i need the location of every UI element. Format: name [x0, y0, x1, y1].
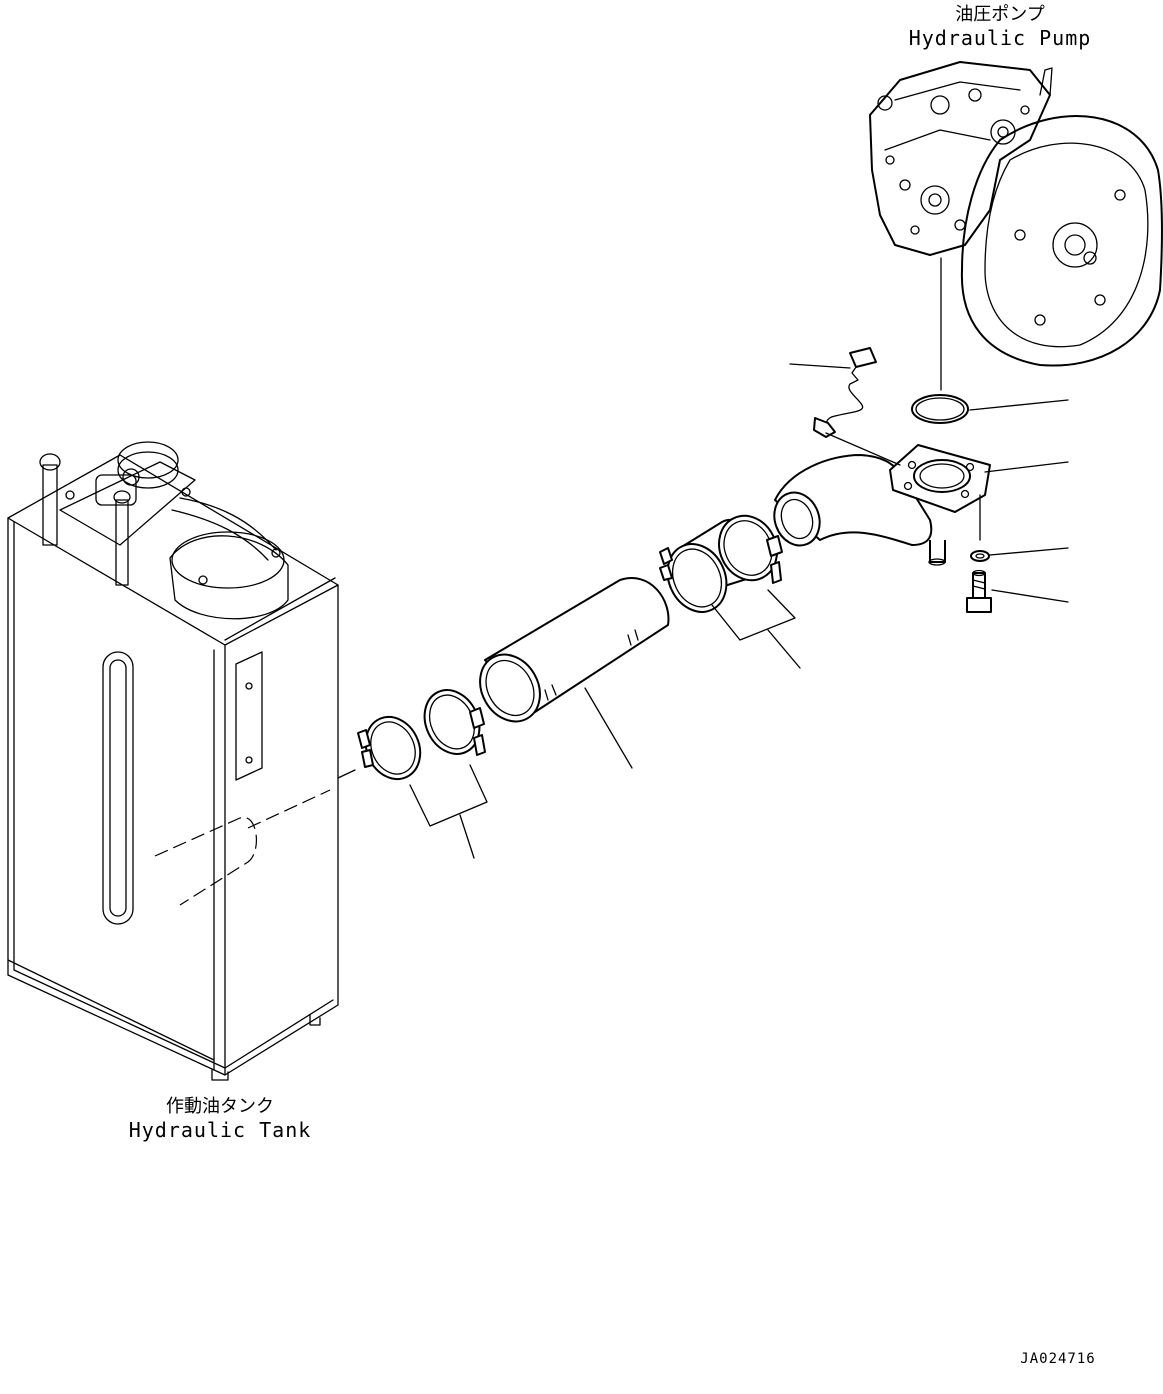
hose-clamp-left-pair: [337, 689, 488, 859]
hydraulic-pump-drawing: [869, 61, 1163, 391]
bolt: [966, 569, 1069, 613]
temperature-sensor: [789, 347, 901, 466]
suction-elbow: [773, 444, 1069, 566]
tank-label-en: Hydraulic Tank: [129, 1118, 312, 1142]
hose-clamp-right-pair: [659, 514, 801, 669]
o-ring: [911, 394, 1069, 424]
hydraulic-tank-drawing: [7, 441, 339, 1081]
drawing-code: JA024716: [1020, 1351, 1095, 1367]
tank-label: 作動油タンク Hydraulic Tank: [129, 1096, 312, 1142]
washer: [970, 547, 1069, 562]
suction-hose: [479, 577, 670, 769]
tank-label-jp: 作動油タンク: [166, 1096, 274, 1117]
pump-label-jp: 油圧ポンプ: [955, 4, 1044, 25]
pump-label: 油圧ポンプ Hydraulic Pump: [909, 4, 1092, 50]
pump-label-en: Hydraulic Pump: [909, 26, 1092, 50]
